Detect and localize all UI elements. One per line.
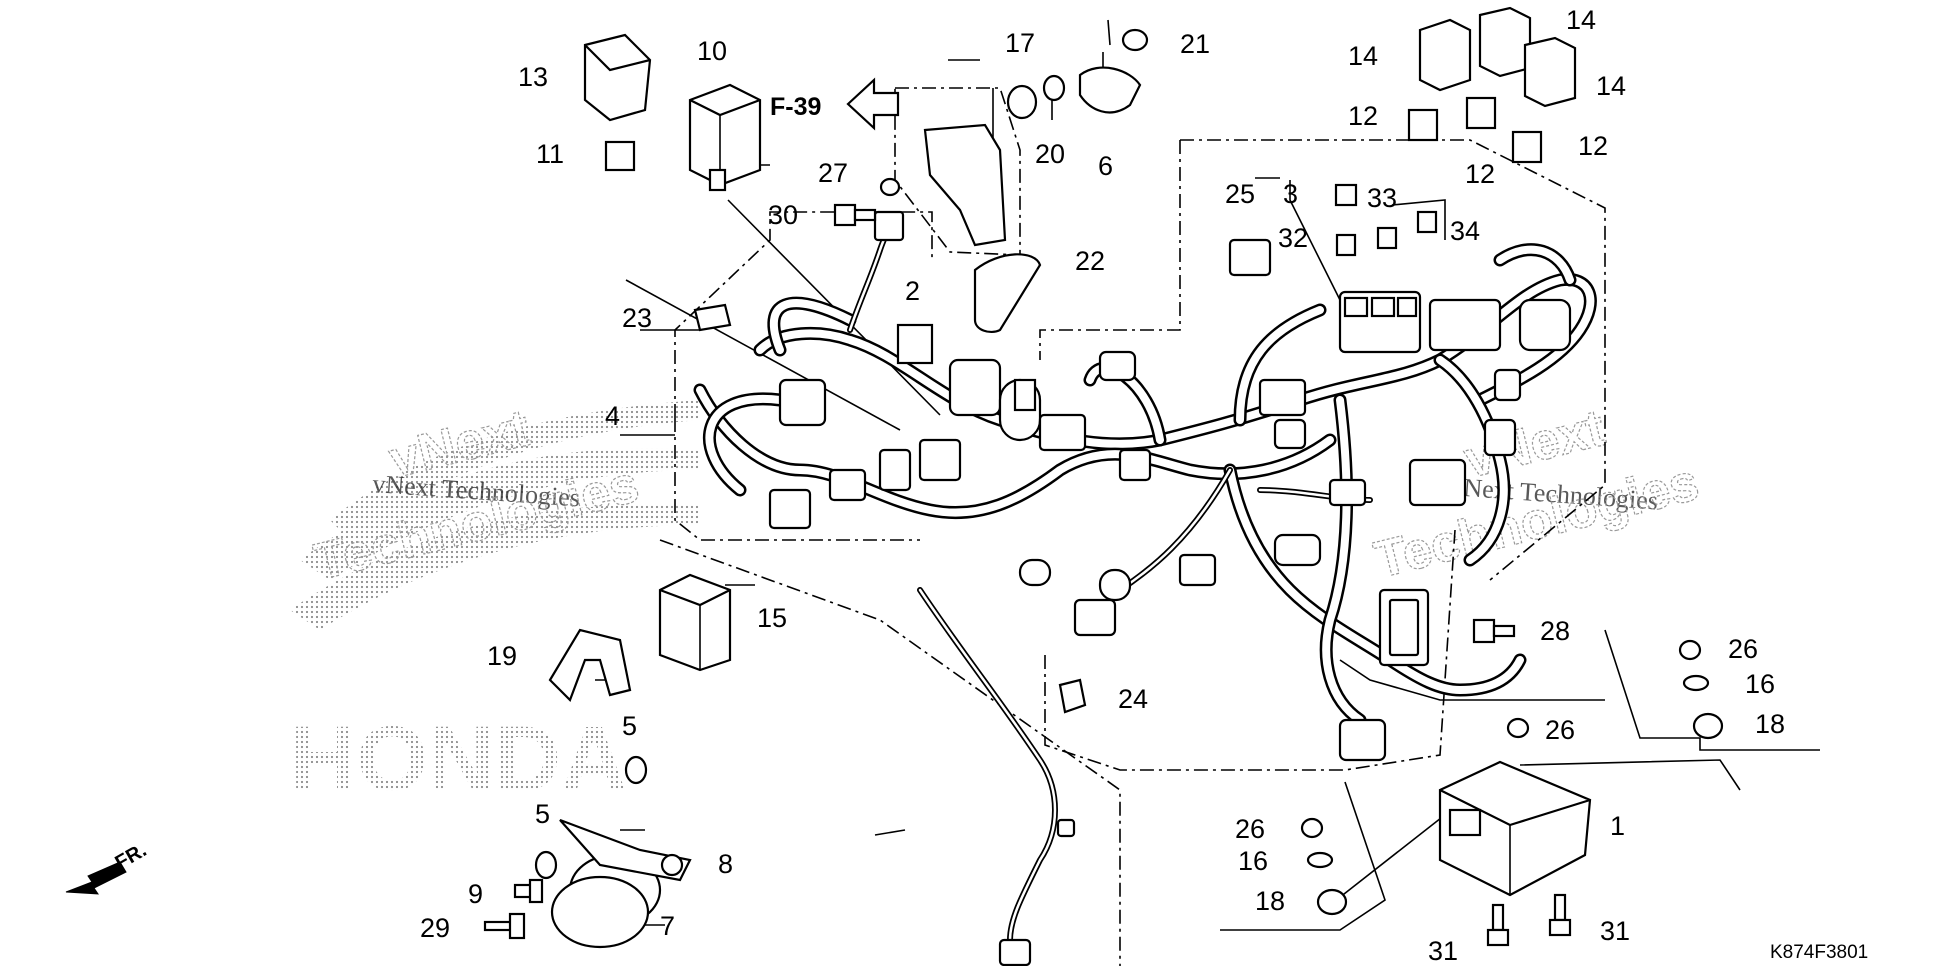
parts <box>65 6 1724 949</box>
part-18-grommet-left <box>1316 888 1348 916</box>
part-16-washer-left <box>1306 851 1334 869</box>
callout-12-right: 12 <box>1578 131 1608 161</box>
drawing-code: K874F3801 <box>1770 942 1868 963</box>
part-25-block <box>1228 238 1272 277</box>
front-direction-arrow-icon <box>65 861 127 895</box>
callout-13: 13 <box>518 62 548 92</box>
part-16-washer-right <box>1682 674 1710 692</box>
part-26-nut-left <box>1300 817 1324 839</box>
part-22-band <box>973 253 1042 334</box>
part-1-control-unit <box>1438 760 1592 897</box>
part-26-nut-middle <box>1506 717 1530 739</box>
callout-26-middle: 26 <box>1545 715 1575 745</box>
labels: F-39 FR. K874F3801 1 2 3 4 5 5 6 8 7 9 1… <box>112 5 1869 966</box>
part-17-bearing <box>1006 84 1038 120</box>
watermark-wing-logo <box>290 400 700 630</box>
part-20-washer <box>1042 74 1066 102</box>
callout-30: 30 <box>768 200 798 230</box>
callout-27: 27 <box>818 158 848 188</box>
callout-17: 17 <box>1005 28 1035 58</box>
part-23-clip <box>693 303 732 332</box>
part-31-bolt-right <box>1548 893 1572 937</box>
callout-9: 9 <box>468 879 483 909</box>
part-5-grommet-lower <box>534 850 558 880</box>
bracket <box>923 123 1007 247</box>
callout-14-right: 14 <box>1596 71 1626 101</box>
callout-31-left: 31 <box>1428 936 1458 966</box>
part-21-nut <box>1121 28 1149 52</box>
part-11-relay <box>604 140 636 172</box>
part-14-covers <box>1418 6 1577 108</box>
part-28-bolt <box>1472 618 1516 644</box>
callout-16-left: 16 <box>1238 846 1268 876</box>
callout-21: 21 <box>1180 29 1210 59</box>
reference-arrow-icon <box>846 77 900 131</box>
callout-14-top: 14 <box>1566 5 1596 35</box>
watermark-brand-logo: HONDA <box>290 708 627 810</box>
callout-18-right: 18 <box>1755 709 1785 739</box>
callout-25: 25 <box>1225 179 1255 209</box>
part-18-grommet-right <box>1692 712 1724 740</box>
callout-2: 2 <box>905 276 920 306</box>
callout-26-right: 26 <box>1728 634 1758 664</box>
callout-12-middle: 12 <box>1465 159 1495 189</box>
leader-lines <box>595 19 1820 931</box>
callout-11: 11 <box>536 139 564 169</box>
part-30-bolt <box>833 203 877 227</box>
part-12-relay-1 <box>1407 108 1439 142</box>
callout-7: 7 <box>660 911 675 941</box>
watermark-layer: HONDA vNext Technologies vNext Technolog… <box>290 399 1705 810</box>
callout-32: 32 <box>1278 223 1308 253</box>
callout-4: 4 <box>605 401 620 431</box>
callout-18-left: 18 <box>1255 886 1285 916</box>
part-13-cover <box>583 33 652 122</box>
part-5-grommet-upper <box>624 755 648 785</box>
part-12-relay-3 <box>1511 130 1543 164</box>
part-31-bolt-left <box>1486 903 1510 947</box>
reference-label: F-39 <box>770 93 821 121</box>
callout-10: 10 <box>697 36 727 66</box>
callout-12-left: 12 <box>1348 101 1378 131</box>
callout-24: 24 <box>1118 684 1148 714</box>
part-fuses <box>1334 183 1438 257</box>
part-6-cover <box>1078 66 1142 114</box>
part-15-module <box>658 573 732 672</box>
callout-26-left: 26 <box>1235 814 1265 844</box>
callout-31-right: 31 <box>1600 916 1630 946</box>
part-24-clamp <box>1058 678 1087 714</box>
part-12-relay-2 <box>1465 96 1497 130</box>
callout-14-left: 14 <box>1348 41 1378 71</box>
part-10-relay <box>688 83 762 192</box>
callout-6: 6 <box>1098 151 1113 181</box>
part-19-clip <box>548 628 632 702</box>
part-9-bolt <box>513 878 544 904</box>
callout-23: 23 <box>622 303 652 333</box>
callout-15: 15 <box>757 603 787 633</box>
part-27-washer <box>879 177 901 197</box>
callout-22: 22 <box>1075 246 1105 276</box>
callout-5-upper: 5 <box>622 711 637 741</box>
callout-19: 19 <box>487 641 517 671</box>
part-29-bolt <box>483 912 526 940</box>
callout-34: 34 <box>1450 216 1480 246</box>
callout-8: 8 <box>718 849 733 879</box>
harness-connectors <box>768 210 1572 966</box>
part-2-relay <box>896 323 934 365</box>
callout-3: 3 <box>1283 179 1298 209</box>
part-7-8-horn <box>550 818 692 949</box>
callout-5-lower: 5 <box>535 799 550 829</box>
callout-33: 33 <box>1367 183 1397 213</box>
callout-16-right: 16 <box>1745 669 1775 699</box>
callout-29: 29 <box>420 913 450 943</box>
part-26-nut-right <box>1678 639 1702 661</box>
callout-1: 1 <box>1610 811 1625 841</box>
callout-20: 20 <box>1035 139 1065 169</box>
callout-28: 28 <box>1540 616 1570 646</box>
